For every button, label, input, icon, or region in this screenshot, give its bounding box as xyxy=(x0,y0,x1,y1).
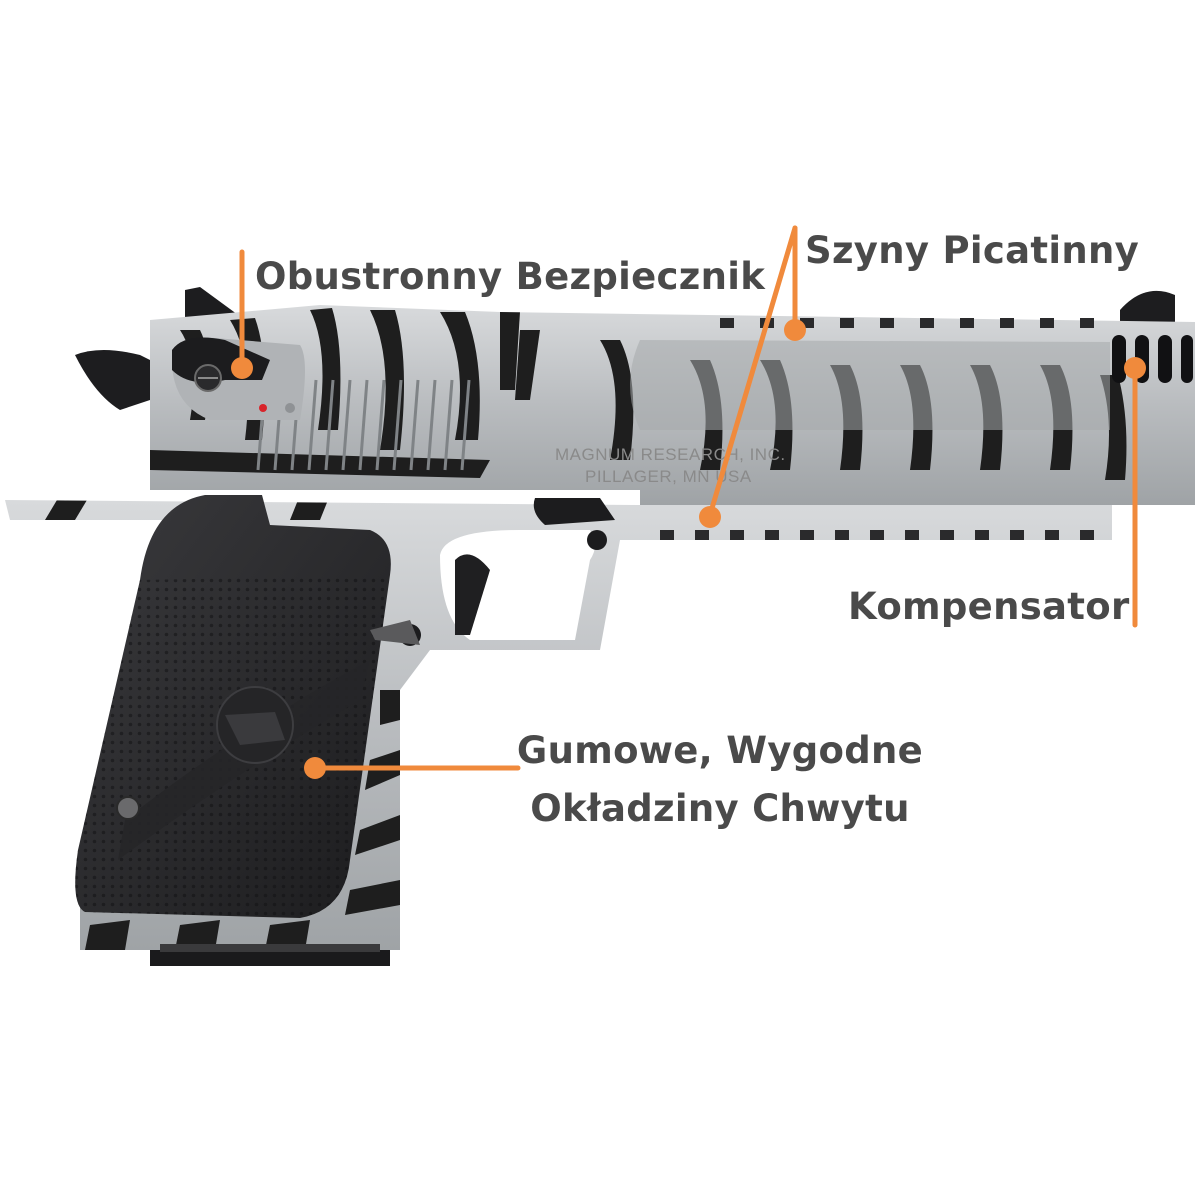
label-compensator: Kompensator xyxy=(848,585,1130,628)
hammer xyxy=(75,350,160,410)
callouts xyxy=(239,225,1138,771)
callout-rails-line-bottom xyxy=(707,225,798,518)
barrel-window xyxy=(630,340,1110,430)
lower-rail-teeth xyxy=(660,530,1094,540)
grip-panel xyxy=(75,495,391,918)
callout-dots xyxy=(231,319,1146,779)
callout-compensator-dot xyxy=(1124,357,1146,379)
label-grip-line1: Gumowe, Wygodne xyxy=(516,729,924,772)
callout-rails-dot-top xyxy=(784,319,806,341)
slide-stop xyxy=(533,498,615,550)
label-picatinny-rails: Szyny Picatinny xyxy=(805,229,1140,272)
slide xyxy=(150,305,1195,505)
label-safety: Obustronny Bezpiecznik xyxy=(255,255,766,298)
callout-grip-dot xyxy=(304,757,326,779)
label-grip-line2: Okładziny Chwytu xyxy=(530,787,910,830)
front-sight xyxy=(1120,290,1175,322)
callout-safety-dot xyxy=(231,357,253,379)
callout-rails-dot-bottom xyxy=(699,506,721,528)
safety-lever xyxy=(172,337,305,420)
engraving-line2: PILLAGER, MN USA xyxy=(585,467,752,486)
trigger-guard xyxy=(440,530,595,640)
label-grip: Gumowe, Wygodne Okładziny Chwytu xyxy=(510,722,930,838)
magazine-base xyxy=(150,944,390,966)
engraving-line1: MAGNUM RESEARCH, INC. xyxy=(555,445,786,464)
